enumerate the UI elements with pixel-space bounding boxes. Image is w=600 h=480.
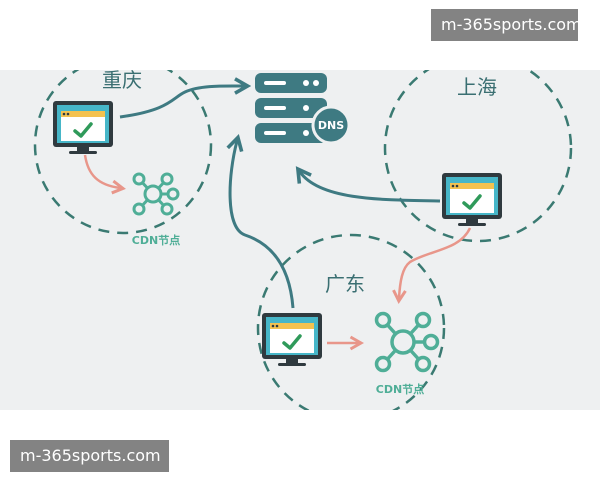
computer-icon-shanghai [442, 173, 502, 226]
region-circle-chongqing [33, 70, 213, 235]
cdn-label-guangdong: CDN节点 [376, 382, 424, 396]
computer-icon-guangdong [262, 313, 322, 366]
arrow-chongqing-to-cdn [83, 154, 126, 195]
arrow-chongqing-to-dns [119, 77, 252, 119]
region-label-guangdong: 广东 [325, 272, 365, 296]
cdn-node-icon-guangdong [374, 311, 440, 373]
region-circle-shanghai [383, 70, 573, 243]
watermark-top: m-365sports.com [431, 9, 582, 41]
arrow-guangdong-to-dns [226, 134, 295, 309]
computer-icon-chongqing [53, 101, 113, 154]
region-label-chongqing: 重庆 [102, 68, 142, 92]
arrow-shanghai-to-cdn [392, 227, 472, 305]
arrow-shanghai-to-dns [295, 166, 441, 203]
region-label-shanghai: 上海 [457, 75, 497, 99]
region-circle-guangdong [256, 233, 446, 410]
dns-label: DNS [318, 119, 344, 132]
cdn-node-icon-chongqing [132, 172, 180, 216]
dns-server-icon [255, 73, 351, 145]
cdn-label-chongqing: CDN节点 [132, 233, 180, 247]
watermark-bottom: m-365sports.com [10, 440, 169, 472]
